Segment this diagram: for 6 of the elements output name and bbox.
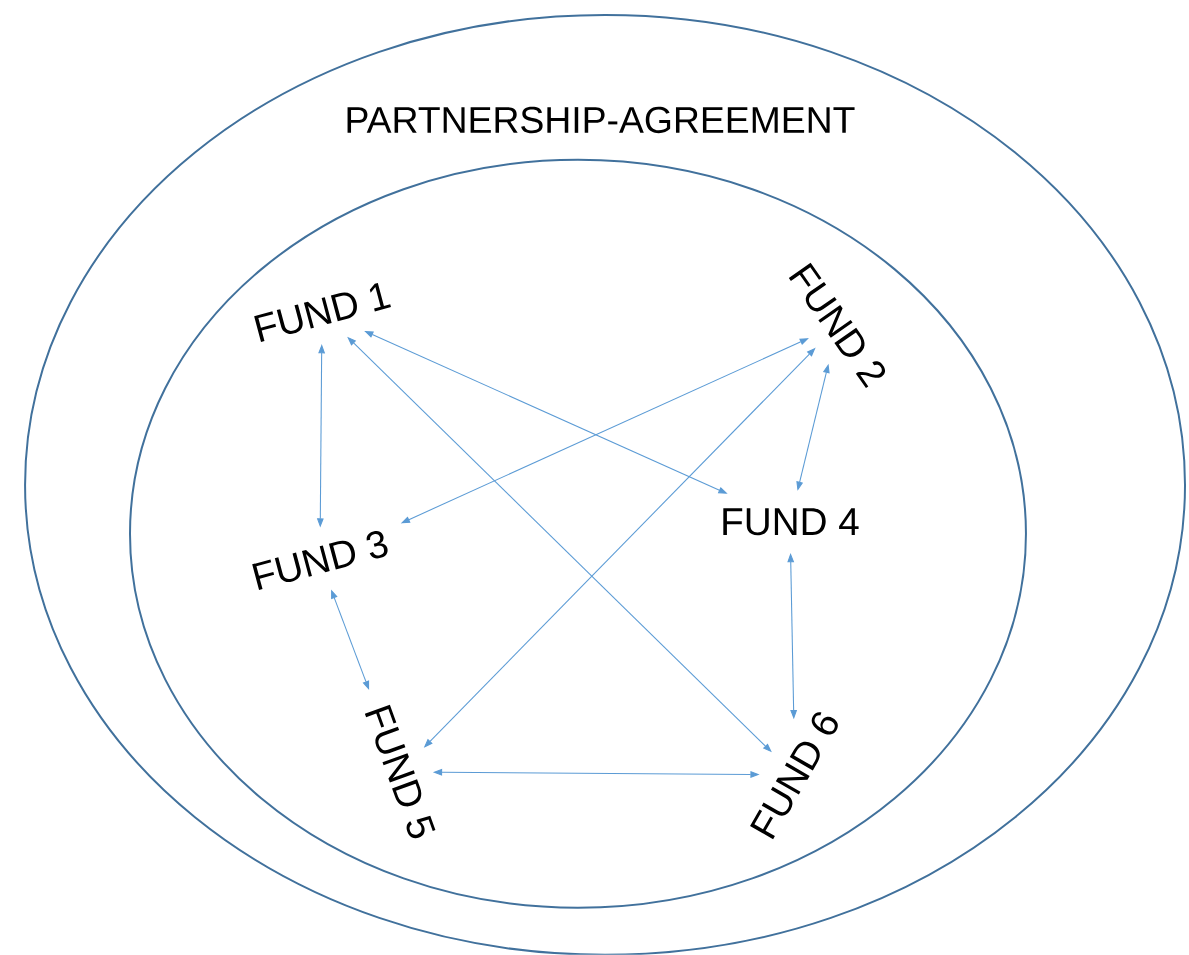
fund-label: FUND 5	[364, 704, 436, 839]
fund-label: FUND 3	[252, 531, 388, 591]
title-text: PARTNERSHIP-AGREEMENT	[347, 106, 855, 134]
fund-label: FUND 1	[254, 283, 391, 342]
fund-label: FUND 4	[723, 508, 859, 536]
ellipse	[129, 158, 1027, 909]
